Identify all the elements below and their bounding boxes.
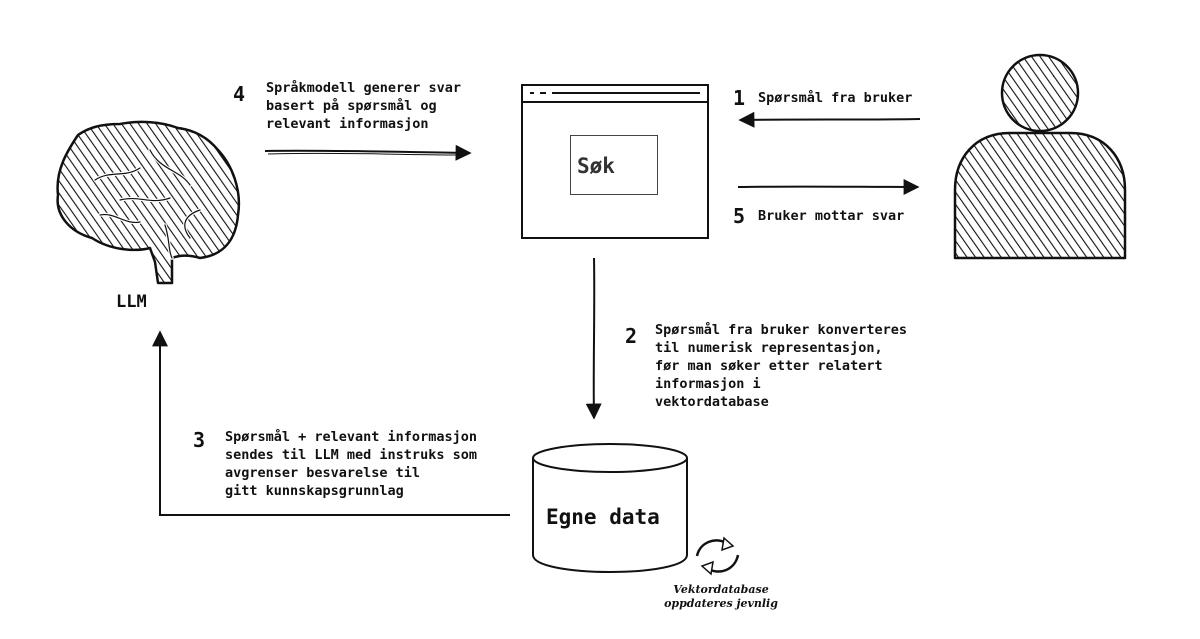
database-note-line: oppdateres jevnlig (664, 597, 778, 610)
llm-label: LLM (116, 292, 147, 312)
refresh-icon (695, 536, 740, 576)
step-1-text: Spørsmål fra bruker (758, 90, 913, 106)
step-3-line: avgrenser besvarelse til (225, 465, 421, 481)
person-icon (953, 53, 1127, 260)
step-3-number: 3 (193, 428, 206, 452)
step-3-line: sendes til LLM med instruks som (225, 447, 477, 463)
search-text: Søk (577, 154, 615, 178)
step-1-number: 1 (733, 86, 746, 110)
arrow-3-database-to-llm (152, 330, 510, 516)
step-2-line: vektordatabase (655, 394, 769, 410)
step-4-line: basert på spørsmål og (266, 98, 437, 114)
step-2-line: Spørsmål fra bruker konverteres (655, 322, 907, 338)
step-3-line: gitt kunnskapsgrunnlag (225, 483, 404, 499)
database-note-line: Vektordatabase (673, 583, 769, 596)
step-5-text: Bruker mottar svar (758, 208, 905, 224)
step-5-number: 5 (733, 204, 746, 228)
step-4-line: relevant informasjon (266, 116, 429, 132)
arrow-4-llm-to-search (264, 144, 472, 161)
database-cylinder-icon (532, 443, 688, 574)
step-4-line: Språkmodell generer svar (266, 80, 462, 96)
database-label: Egne data (546, 505, 660, 529)
step-3-line: Spørsmål + relevant informasjon (225, 429, 477, 445)
step-2-number: 2 (625, 324, 638, 348)
arrow-2-search-to-database (585, 257, 602, 420)
step-2-line: til numerisk representasjon, (655, 340, 883, 356)
search-box: Søk (570, 135, 658, 195)
arrow-1-user-to-search (738, 111, 921, 128)
step-2-line: før man søker etter relatert (655, 358, 883, 374)
brain-icon (56, 120, 241, 285)
step-4-number: 4 (233, 82, 246, 106)
step-2-line: informasjon i (655, 376, 761, 392)
